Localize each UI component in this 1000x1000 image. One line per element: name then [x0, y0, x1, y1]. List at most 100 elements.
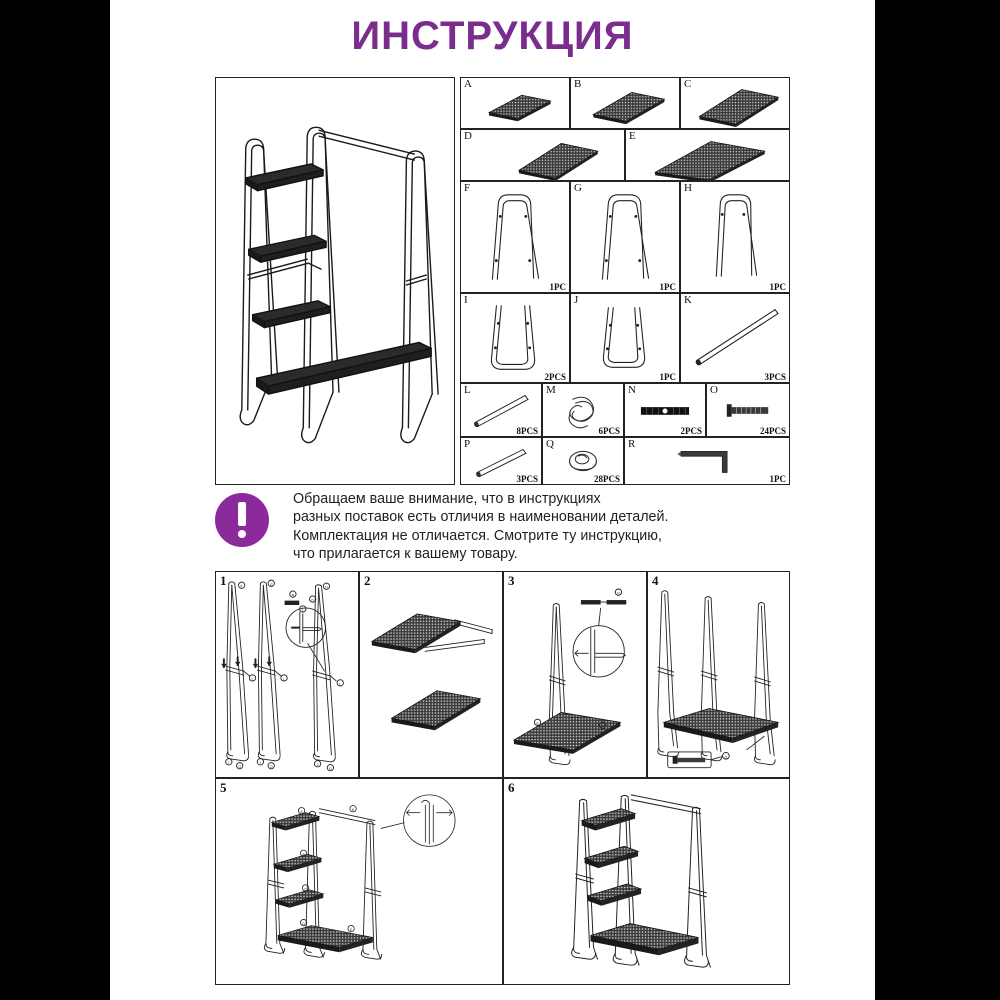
- part-cell-O: O 24PCS: [706, 383, 790, 437]
- svg-text:K: K: [352, 808, 355, 812]
- part-label: N: [628, 384, 636, 396]
- mesh-shelf-panel-icon: [592, 92, 666, 125]
- svg-text:N: N: [617, 592, 620, 596]
- mesh-shelf-panel-icon: [698, 89, 780, 128]
- part-cell-Q: Q 28PCS: [542, 437, 624, 485]
- part-cell-J: J 1PC: [570, 293, 680, 383]
- part-cell-M: M 6PCS: [542, 383, 624, 437]
- parts-row: P 3PCS Q: [460, 437, 790, 485]
- step-completed-rack-drawing: [571, 794, 711, 968]
- step-insert-shelf-into-frame-drawing: E D N: [512, 588, 627, 766]
- instruction-sheet: ИНСТРУКЦИЯ: [110, 0, 875, 1000]
- part-cell-C: C: [680, 77, 790, 129]
- part-label: H: [684, 182, 692, 194]
- part-qty: 1PC: [769, 474, 787, 484]
- part-cell-N: N 2PCS: [624, 383, 706, 437]
- svg-text:E: E: [350, 928, 353, 932]
- part-qty: 8PCS: [516, 426, 538, 436]
- svg-text:L: L: [283, 677, 285, 681]
- part-cell-K: K 3PCS: [680, 293, 790, 383]
- parts-list-table: A B: [460, 77, 790, 485]
- svg-text:F: F: [241, 585, 244, 589]
- exclamation-bar: [238, 502, 246, 526]
- part-qty: 3PCS: [516, 474, 538, 484]
- part-qty: 24PCS: [759, 426, 786, 436]
- inverted-u-frame-icon: [601, 194, 650, 280]
- note-line: разных поставок есть отличия в наименова…: [293, 509, 669, 526]
- svg-text:D: D: [302, 922, 305, 926]
- parts-row: L 8PCS M: [460, 383, 790, 437]
- hero-product-illustration: [215, 77, 455, 485]
- step-panel-3: 3 E D: [503, 571, 647, 778]
- note-line: Обращаем ваше внимание, что в инструкция…: [293, 491, 601, 507]
- round-cap-nut-icon: [569, 450, 597, 472]
- part-label: E: [629, 130, 636, 142]
- step-panel-1: 1 F L I O: [215, 571, 359, 778]
- svg-text:N: N: [292, 594, 295, 598]
- part-label: D: [464, 130, 472, 142]
- parts-row: A B: [460, 77, 790, 129]
- u-frame-foot-icon: [490, 305, 536, 370]
- step-panel-6: 6: [503, 778, 790, 985]
- svg-text:O: O: [270, 765, 273, 769]
- step-panel-5: 5: [215, 778, 503, 985]
- parts-row: I 2PCS J: [460, 293, 790, 383]
- part-cell-R: R 1PC: [624, 437, 790, 485]
- part-label: F: [464, 182, 471, 194]
- note-line: Комплектация не отличается. Смотрите ту …: [293, 527, 662, 544]
- plastic-clip-icon: [568, 396, 595, 429]
- step-number: 5: [220, 780, 227, 795]
- step-number: 4: [652, 573, 659, 588]
- overview-and-parts-section: A B: [215, 77, 790, 485]
- svg-text:J: J: [317, 763, 319, 767]
- step-number: 6: [508, 780, 515, 795]
- step-number: 2: [364, 573, 371, 588]
- svg-text:B: B: [302, 853, 305, 857]
- part-label: I: [464, 294, 468, 306]
- part-cell-I: I 2PCS: [460, 293, 570, 383]
- part-label: B: [574, 78, 582, 90]
- attention-note-text: Обращаем ваше внимание, что в инструкция…: [293, 490, 813, 564]
- note-line: что прилагается к вашему товару.: [293, 546, 518, 563]
- part-qty: 2PCS: [544, 372, 566, 382]
- part-cell-G: G 1PC: [570, 181, 680, 293]
- svg-text:G: G: [270, 583, 273, 587]
- screw-bolt-icon: [726, 404, 769, 417]
- part-qty: 1PC: [659, 282, 677, 292]
- svg-text:O: O: [311, 599, 314, 603]
- exclamation-circle-icon: [215, 493, 269, 547]
- hex-allen-key-icon: [677, 451, 728, 473]
- step-prepare-mesh-shelves-drawing: [370, 613, 493, 731]
- step-attach-side-rails-to-frames-drawing: F L I O G L I O: [221, 579, 344, 772]
- short-tube-rod-icon: [476, 449, 527, 478]
- svg-text:I: I: [260, 761, 261, 765]
- step-number: 3: [508, 573, 515, 588]
- part-cell-B: B: [570, 77, 680, 129]
- svg-text:L: L: [339, 682, 341, 686]
- svg-text:A: A: [300, 810, 303, 814]
- part-cell-P: P 3PCS: [460, 437, 542, 485]
- part-qty: 1PC: [659, 372, 677, 382]
- parts-row: F 1PC G: [460, 181, 790, 293]
- svg-text:I: I: [228, 761, 229, 765]
- svg-text:O: O: [724, 755, 727, 759]
- step-number: 1: [220, 573, 227, 588]
- svg-text:O: O: [329, 767, 332, 771]
- step-mount-shelves-and-rail-drawing: A B C D E K: [263, 794, 456, 960]
- part-label: C: [684, 78, 692, 90]
- attention-note: Обращаем ваше внимание, что в инструкция…: [215, 490, 815, 570]
- svg-text:C: C: [304, 887, 307, 891]
- part-label: L: [464, 384, 471, 396]
- part-label: G: [574, 182, 582, 194]
- svg-text:L: L: [302, 608, 304, 612]
- part-qty: 1PC: [769, 282, 787, 292]
- part-qty: 2PCS: [680, 426, 702, 436]
- short-tube-rod-icon: [474, 395, 529, 428]
- svg-text:L: L: [251, 677, 253, 681]
- mesh-shelf-panel-icon: [487, 94, 552, 122]
- part-qty: 1PC: [549, 282, 567, 292]
- garment-rack-drawing: [239, 126, 439, 444]
- svg-text:E: E: [536, 722, 539, 726]
- part-cell-H: H 1PC: [680, 181, 790, 293]
- svg-text:H: H: [325, 586, 328, 590]
